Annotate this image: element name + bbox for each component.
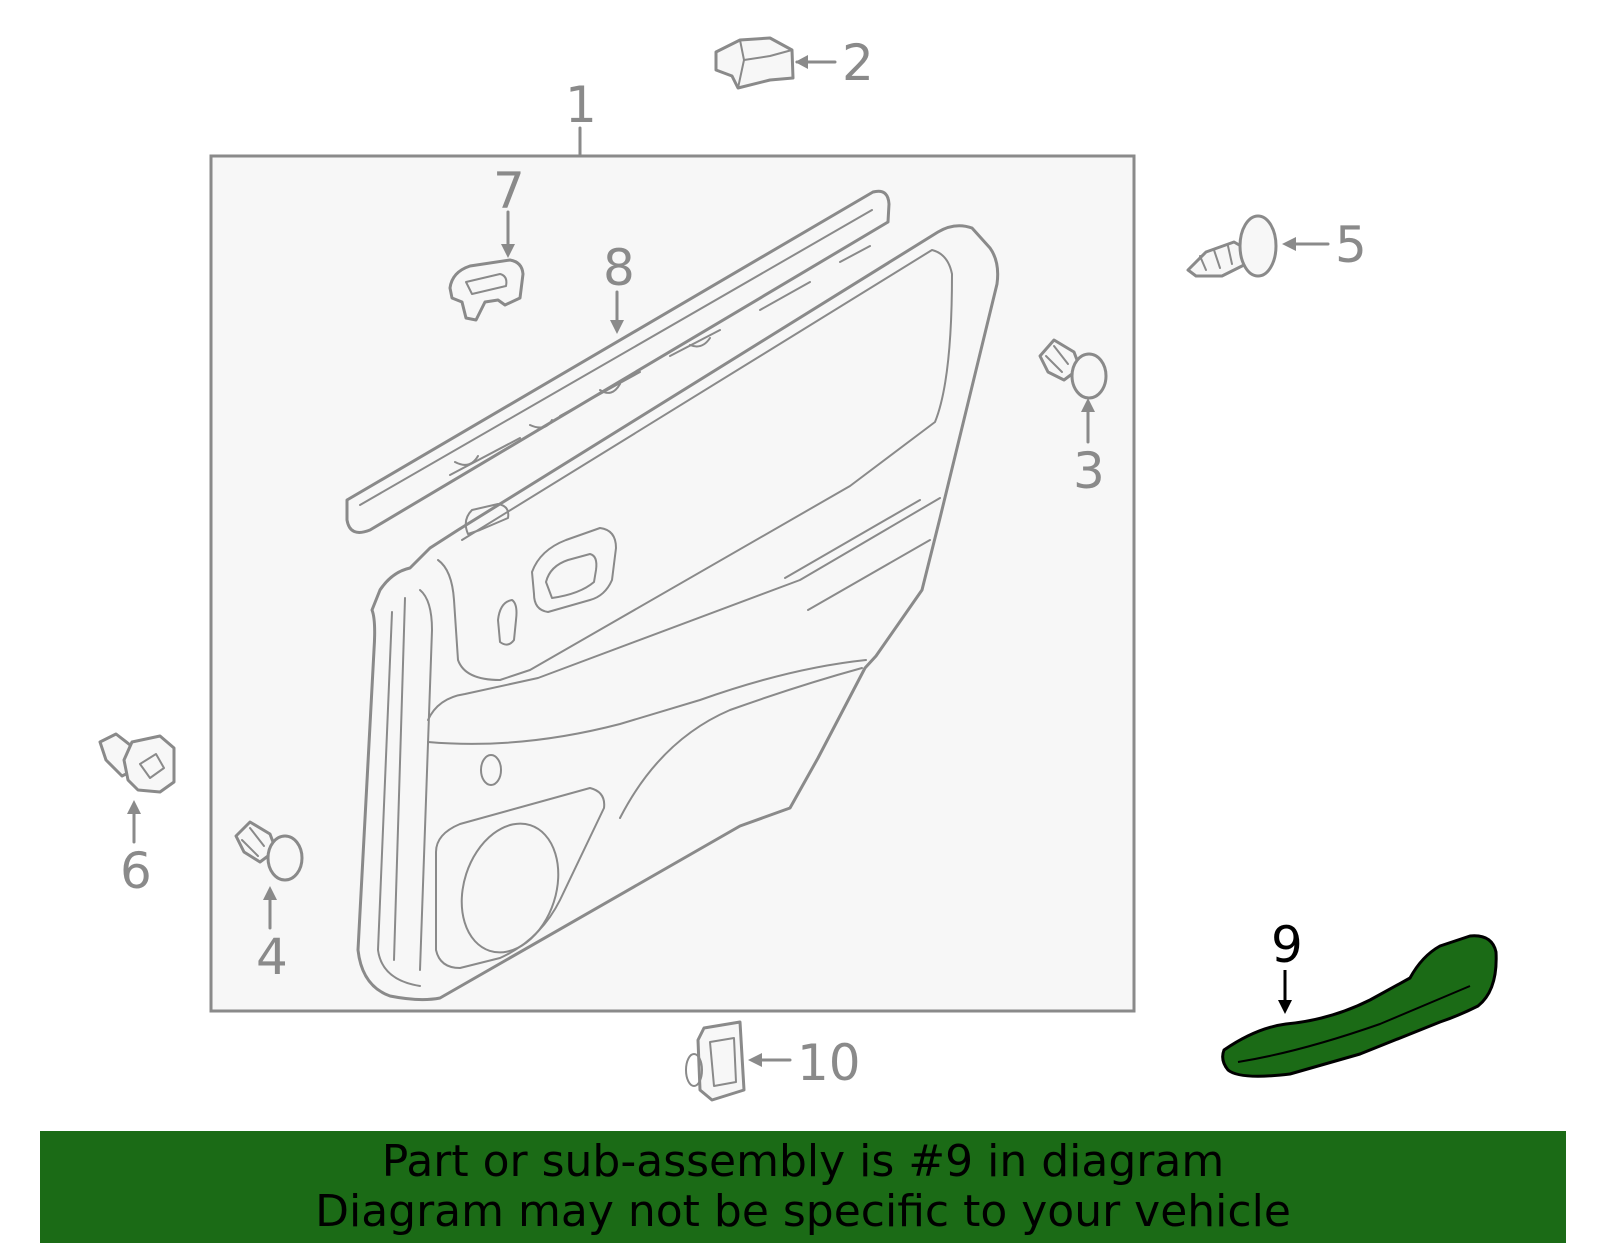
part-9-armrest-highlighted — [1221, 934, 1498, 1078]
callout-1-label: 1 — [565, 76, 597, 134]
callout-5-label: 5 — [1335, 216, 1367, 274]
part-5-screw — [1186, 214, 1278, 278]
callout-10-label: 10 — [797, 1034, 861, 1092]
part-10-retainer — [685, 1020, 746, 1102]
banner-line-1: Part or sub-assembly is #9 in diagram — [381, 1136, 1225, 1187]
callout-4-label: 4 — [256, 928, 288, 986]
callout-6-label: 6 — [120, 842, 152, 900]
part-3-push-clip — [1038, 338, 1108, 400]
callout-8-label: 8 — [603, 239, 635, 297]
part-2-clip — [714, 36, 837, 90]
banner-line-2: Diagram may not be specific to your vehi… — [315, 1186, 1291, 1237]
part-6-clip — [98, 732, 176, 794]
callout-7-label: 7 — [493, 162, 525, 220]
info-banner: Part or sub-assembly is #9 in diagram Di… — [40, 1131, 1566, 1243]
callout-2-label: 2 — [842, 34, 874, 92]
callout-3-label: 3 — [1073, 442, 1105, 500]
part-4-push-clip — [234, 820, 304, 882]
part-8-belt-molding — [345, 189, 891, 534]
part-7-bezel — [448, 258, 525, 322]
callout-9-label: 9 — [1271, 916, 1303, 974]
door-trim-panel — [356, 224, 1000, 1002]
